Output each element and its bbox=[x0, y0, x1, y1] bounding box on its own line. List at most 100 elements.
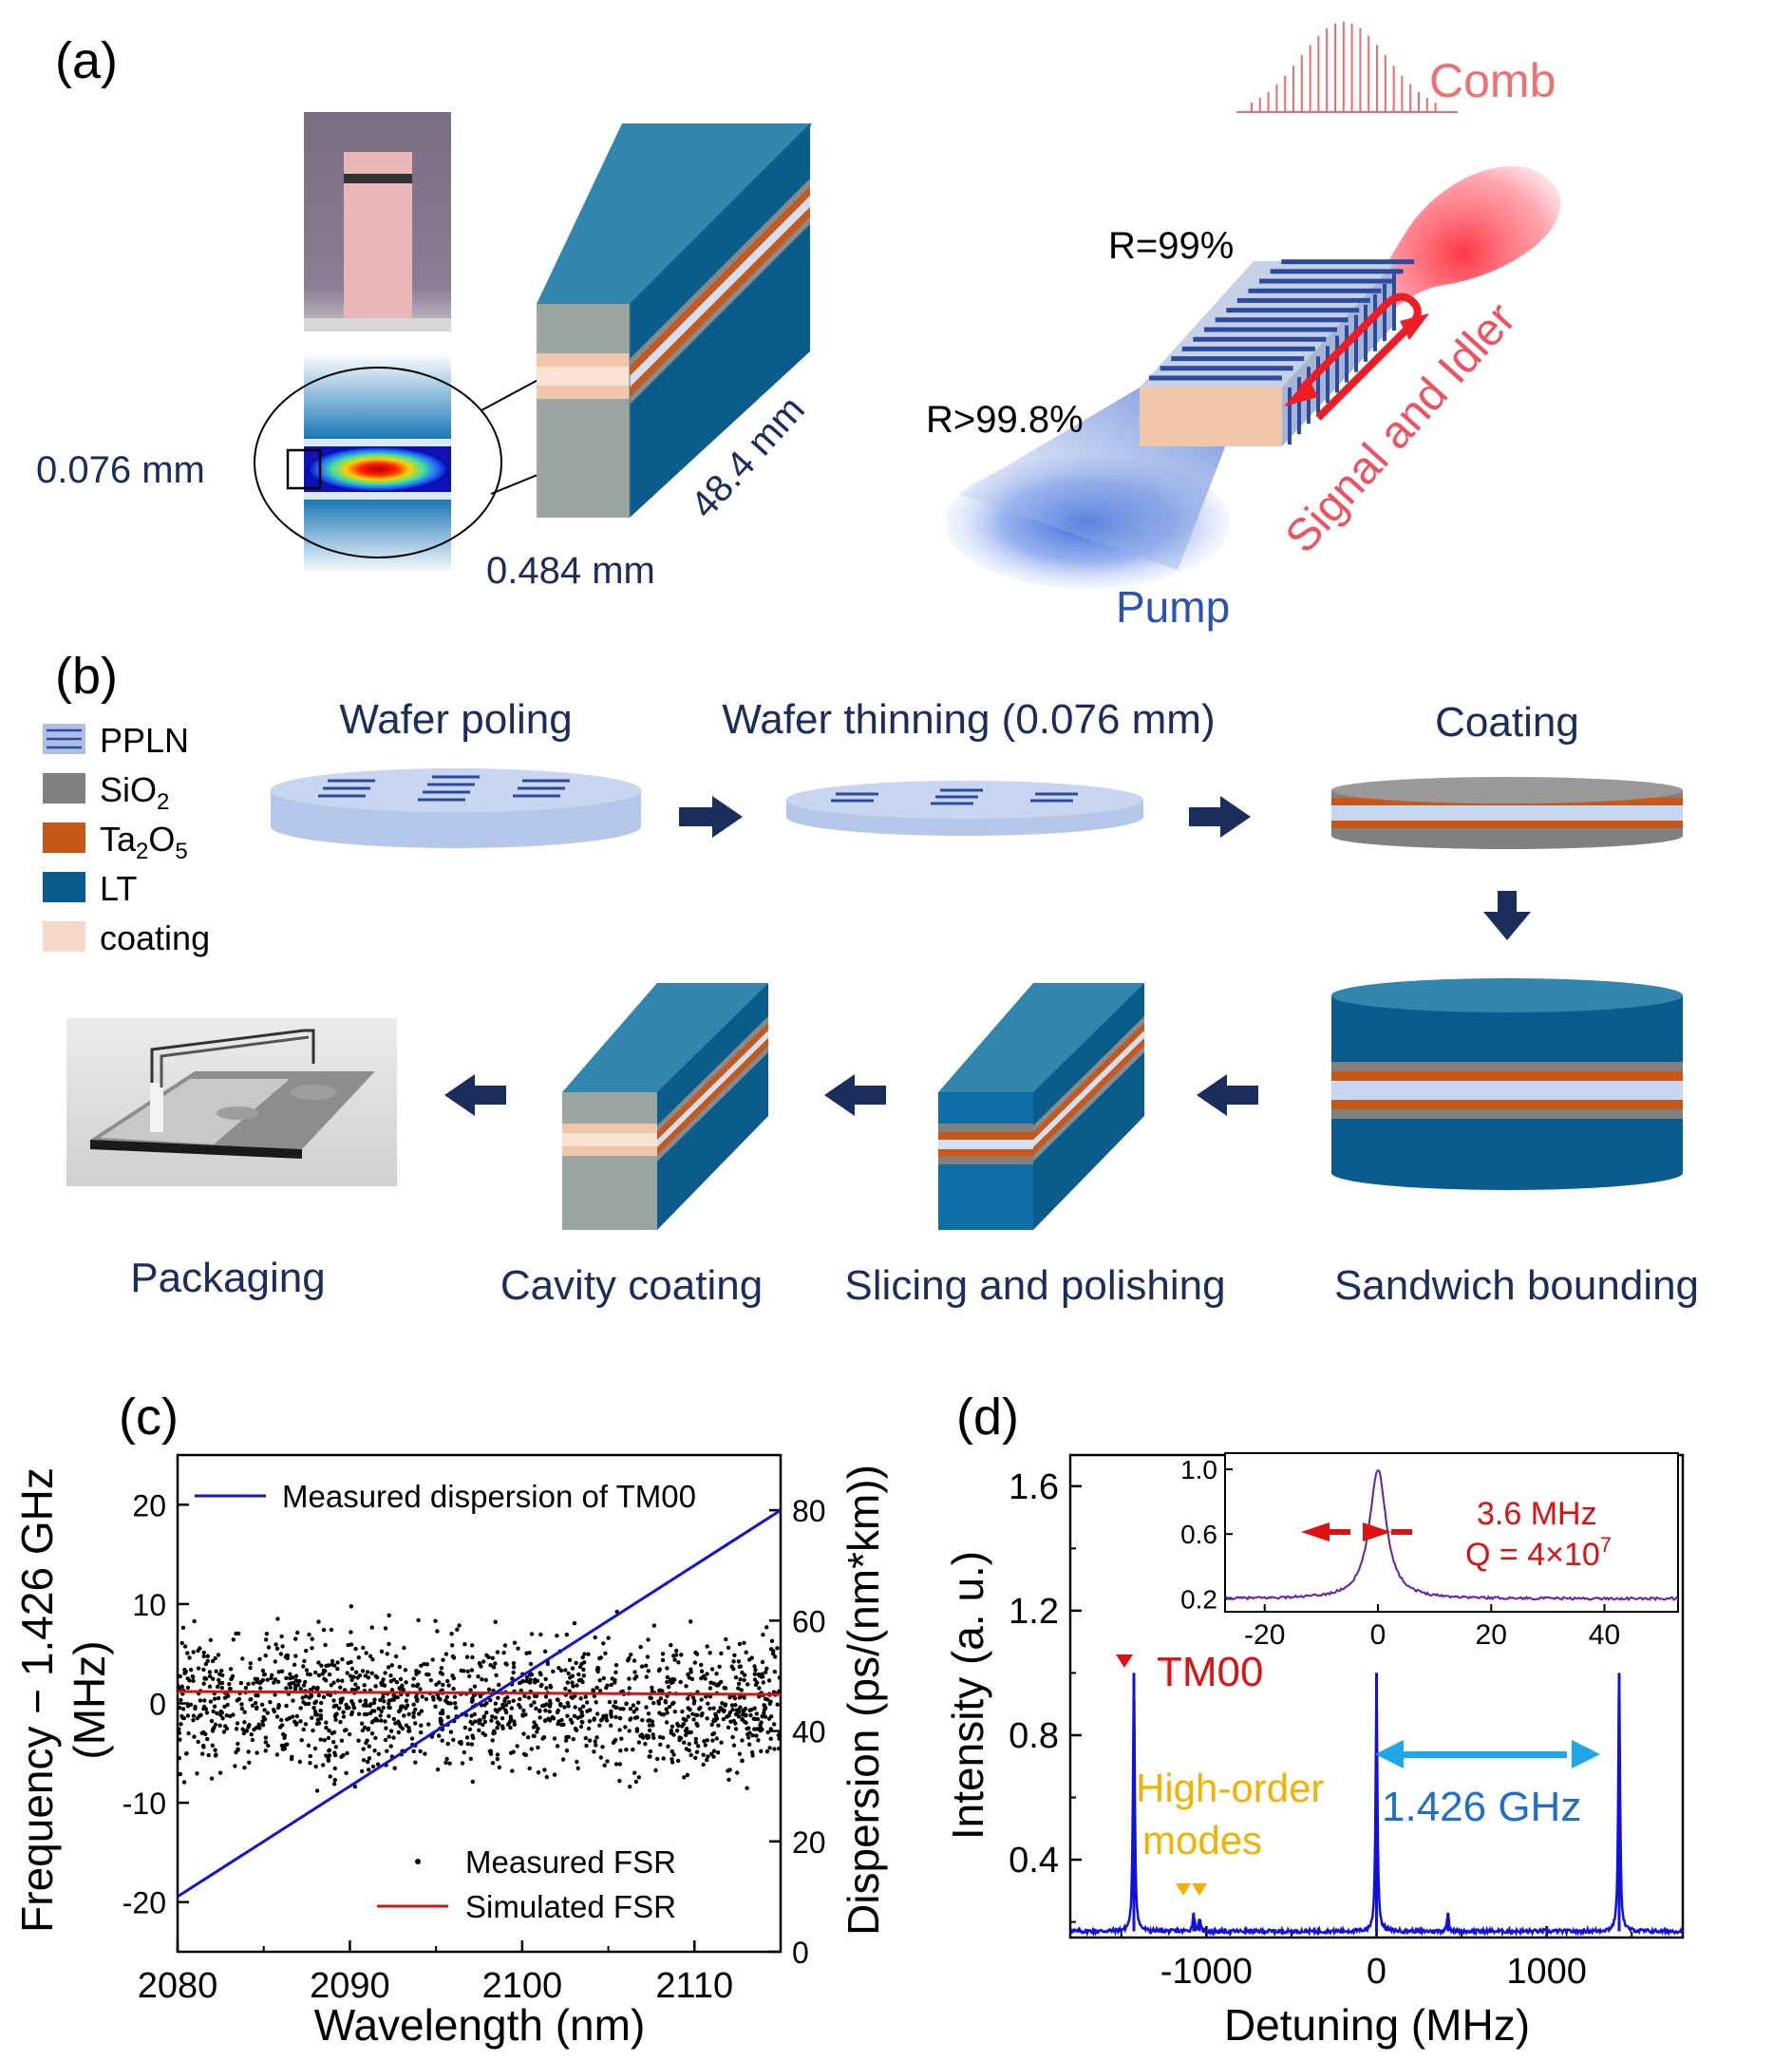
fsr-point bbox=[676, 1660, 681, 1665]
fsr-point bbox=[276, 1703, 281, 1708]
fsr-point bbox=[493, 1619, 498, 1624]
y-tick-label: 20 bbox=[132, 1488, 166, 1522]
fsr-point bbox=[647, 1723, 652, 1728]
fsr-point bbox=[735, 1770, 740, 1775]
fsr-point bbox=[375, 1675, 380, 1680]
chart-c-plot bbox=[178, 1508, 781, 1899]
fsr-point bbox=[361, 1645, 366, 1651]
arrow-right-icon bbox=[1189, 796, 1251, 838]
fsr-point bbox=[351, 1705, 356, 1710]
fsr-point bbox=[773, 1654, 778, 1659]
y2-tick-label: 60 bbox=[792, 1604, 826, 1638]
fsr-point bbox=[445, 1678, 450, 1684]
fsr-point bbox=[689, 1670, 693, 1674]
fsr-point bbox=[738, 1677, 743, 1682]
fsr-point bbox=[276, 1670, 281, 1674]
dim-thickness-label: 0.076 mm bbox=[36, 449, 205, 491]
chart-c-legend: Measured dispersion of TM00 Measured FSR… bbox=[195, 1479, 696, 1924]
fsr-point bbox=[398, 1676, 404, 1682]
fsr-point bbox=[274, 1752, 280, 1757]
fsr-point bbox=[240, 1656, 245, 1661]
chart-c-y2label: Dispersion (ps/(nm*km)) bbox=[839, 1465, 888, 1936]
fsr-point bbox=[180, 1625, 186, 1631]
fsr-point bbox=[361, 1747, 366, 1751]
fsr-point bbox=[263, 1749, 268, 1753]
fsr-point bbox=[634, 1707, 639, 1711]
fsr-point bbox=[508, 1717, 514, 1722]
fsr-point bbox=[257, 1726, 262, 1730]
fsr-point bbox=[218, 1709, 223, 1714]
fsr-point bbox=[740, 1738, 745, 1743]
fsr-point bbox=[737, 1751, 743, 1756]
fsr-point bbox=[670, 1760, 675, 1765]
fsr-point bbox=[332, 1782, 337, 1787]
fsr-point bbox=[570, 1666, 575, 1671]
fsr-point bbox=[658, 1742, 663, 1748]
fsr-point bbox=[384, 1726, 388, 1730]
fsr-point bbox=[371, 1700, 377, 1706]
fsr-point bbox=[264, 1637, 269, 1642]
fsr-point bbox=[503, 1703, 509, 1708]
fsr-point bbox=[341, 1752, 346, 1758]
fsr-point bbox=[504, 1662, 509, 1667]
fsr-point bbox=[216, 1684, 220, 1690]
fsr-point bbox=[519, 1688, 523, 1693]
fsr-point bbox=[419, 1709, 424, 1713]
fsr-point bbox=[217, 1723, 222, 1729]
fsr-point bbox=[575, 1683, 579, 1688]
fsr-point bbox=[387, 1713, 391, 1719]
y-tick-label: 0.8 bbox=[1009, 1716, 1059, 1756]
fsr-point bbox=[580, 1654, 585, 1660]
fsr-point bbox=[581, 1673, 586, 1678]
fsr-point bbox=[579, 1710, 584, 1714]
fsr-point bbox=[760, 1659, 765, 1665]
fsr-point bbox=[560, 1757, 566, 1762]
fsr-point bbox=[624, 1701, 629, 1706]
step-label-packaging: Packaging bbox=[130, 1255, 325, 1301]
fsr-point bbox=[190, 1673, 195, 1679]
fsr-point bbox=[686, 1672, 690, 1677]
fsr-point bbox=[207, 1684, 213, 1690]
fsr-point bbox=[467, 1673, 472, 1679]
fsr-point bbox=[179, 1722, 183, 1727]
fsr-point bbox=[749, 1708, 754, 1712]
fsr-point bbox=[382, 1699, 387, 1704]
fsr-point bbox=[745, 1786, 749, 1790]
fsr-point bbox=[235, 1721, 240, 1726]
fsr-point bbox=[571, 1684, 575, 1689]
fsr-point bbox=[231, 1712, 236, 1717]
fsr-point bbox=[457, 1623, 462, 1628]
fsr-point bbox=[424, 1662, 429, 1667]
fsr-point bbox=[447, 1761, 452, 1766]
fsr-point bbox=[327, 1672, 332, 1677]
fsr-point bbox=[737, 1664, 742, 1670]
fsr-point bbox=[477, 1728, 481, 1733]
fsr-point bbox=[538, 1671, 542, 1675]
fsr-point bbox=[658, 1696, 664, 1701]
fsr-point bbox=[547, 1709, 552, 1714]
fsr-point bbox=[759, 1673, 764, 1678]
fsr-point bbox=[441, 1682, 445, 1688]
fsr-point bbox=[462, 1749, 466, 1755]
fsr-point bbox=[404, 1698, 409, 1703]
fsr-point bbox=[506, 1700, 512, 1705]
fsr-point bbox=[613, 1699, 618, 1705]
fsr-point bbox=[747, 1730, 752, 1735]
fsr-point bbox=[353, 1682, 358, 1687]
fsr-point bbox=[350, 1701, 355, 1707]
fsr-point bbox=[306, 1743, 311, 1749]
fsr-point bbox=[180, 1707, 186, 1711]
fsr-point bbox=[470, 1779, 475, 1785]
fsr-point bbox=[551, 1669, 556, 1674]
fsr-point bbox=[462, 1725, 467, 1730]
fsr-point bbox=[512, 1719, 517, 1724]
fsr-point bbox=[469, 1699, 475, 1704]
fsr-point bbox=[450, 1643, 455, 1648]
high-order-marker-icon bbox=[1176, 1883, 1191, 1896]
fsr-point bbox=[660, 1689, 665, 1693]
fsr-point bbox=[743, 1673, 747, 1677]
fsr-point bbox=[752, 1664, 757, 1669]
fsr-point bbox=[284, 1675, 289, 1681]
fsr-point bbox=[410, 1683, 416, 1688]
fsr-point bbox=[246, 1725, 251, 1730]
